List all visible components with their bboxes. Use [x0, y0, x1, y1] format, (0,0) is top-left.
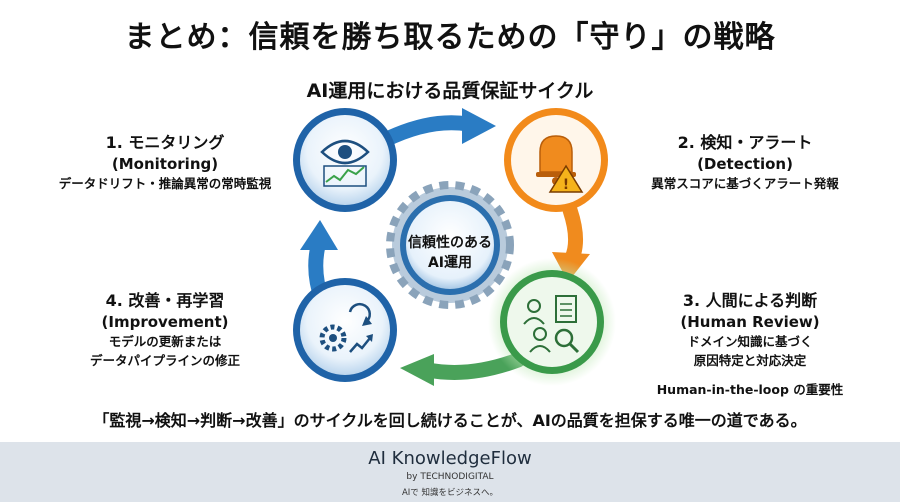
step-title: 1. モニタリング	[105, 133, 225, 152]
step-improvement: 4. 改善・再学習 (Improvement) モデルの更新または データパイプ…	[40, 290, 290, 370]
step-subtitle: (Improvement)	[101, 313, 229, 331]
cycle-subtitle: AI運用における品質保証サイクル	[306, 80, 594, 102]
svg-text:!: !	[563, 177, 569, 193]
footer-bar	[0, 442, 900, 502]
human-review-icon	[523, 295, 580, 354]
center-label-line2: AI運用	[427, 255, 473, 271]
step-description-line1: モデルの更新または	[108, 334, 222, 349]
step-description-line2: 原因特定と対応決定	[693, 353, 807, 368]
node-monitoring	[293, 108, 397, 212]
step-subtitle: (Human Review)	[680, 313, 820, 331]
conclusion-text: 「監視→検知→判断→改善」のサイクルを回し続けることが、AIの品質を担保する唯一…	[93, 411, 807, 430]
step-description-line1: ドメイン知識に基づく	[687, 334, 813, 349]
gears-refresh-icon	[319, 302, 373, 353]
step-monitoring: 1. モニタリング (Monitoring) データドリフト・推論異常の常時監視	[40, 132, 290, 193]
center-hub	[386, 181, 514, 309]
step-title: 3. 人間による判断	[682, 291, 818, 310]
step-subtitle: (Detection)	[697, 155, 793, 173]
center-label-line1: 信頼性のある	[408, 235, 492, 251]
step-subtitle: (Monitoring)	[111, 155, 219, 173]
human-in-the-loop-note: Human-in-the-loop の重要性	[656, 382, 844, 397]
step-detection: 2. 検知・アラート (Detection) 異常スコアに基づくアラート発報	[620, 132, 870, 193]
step-description: 異常スコアに基づくアラート発報	[651, 176, 839, 191]
footer-by: by TECHNODIGITAL	[406, 472, 494, 482]
step-title: 2. 検知・アラート	[677, 133, 813, 152]
page-title: まとめ：信頼を勝ち取るための「守り」の戦略	[124, 20, 776, 55]
node-improvement	[293, 278, 397, 382]
arrow-monitor-to-detect	[377, 108, 496, 148]
alarm-bell-icon: !	[536, 135, 584, 193]
eye-chart-icon	[320, 139, 370, 187]
center-gear-icon	[386, 181, 514, 309]
footer-brand: AI KnowledgeFlow	[368, 448, 532, 469]
center-label: 信頼性のある AI運用	[400, 233, 500, 273]
node-human-review	[488, 258, 616, 386]
step-title: 4. 改善・再学習	[105, 291, 225, 310]
node-detection: !	[504, 108, 608, 212]
step-human-review: 3. 人間による判断 (Human Review) ドメイン知識に基づく 原因特…	[620, 290, 880, 399]
step-description: データドリフト・推論異常の常時監視	[58, 176, 272, 191]
step-description-line2: データパイプラインの修正	[89, 353, 240, 368]
footer-tagline: AIで 知識をビジネスへ。	[401, 488, 499, 498]
